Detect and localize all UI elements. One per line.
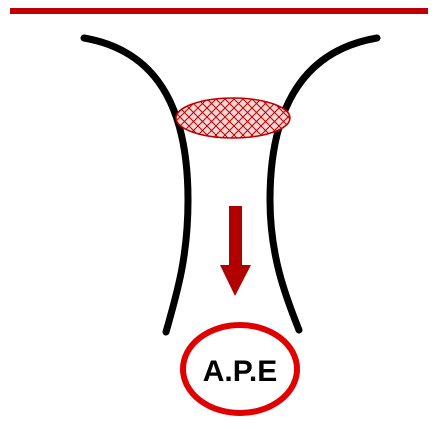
mesh-ellipse-hatching bbox=[175, 97, 291, 139]
ape-label: A.P.E bbox=[203, 355, 278, 388]
arrow-shaft bbox=[229, 206, 242, 266]
ape-circle bbox=[180, 322, 300, 416]
right-wall-curve bbox=[266, 34, 381, 334]
left-wall-curve bbox=[80, 34, 192, 336]
arrow-head bbox=[220, 265, 251, 296]
